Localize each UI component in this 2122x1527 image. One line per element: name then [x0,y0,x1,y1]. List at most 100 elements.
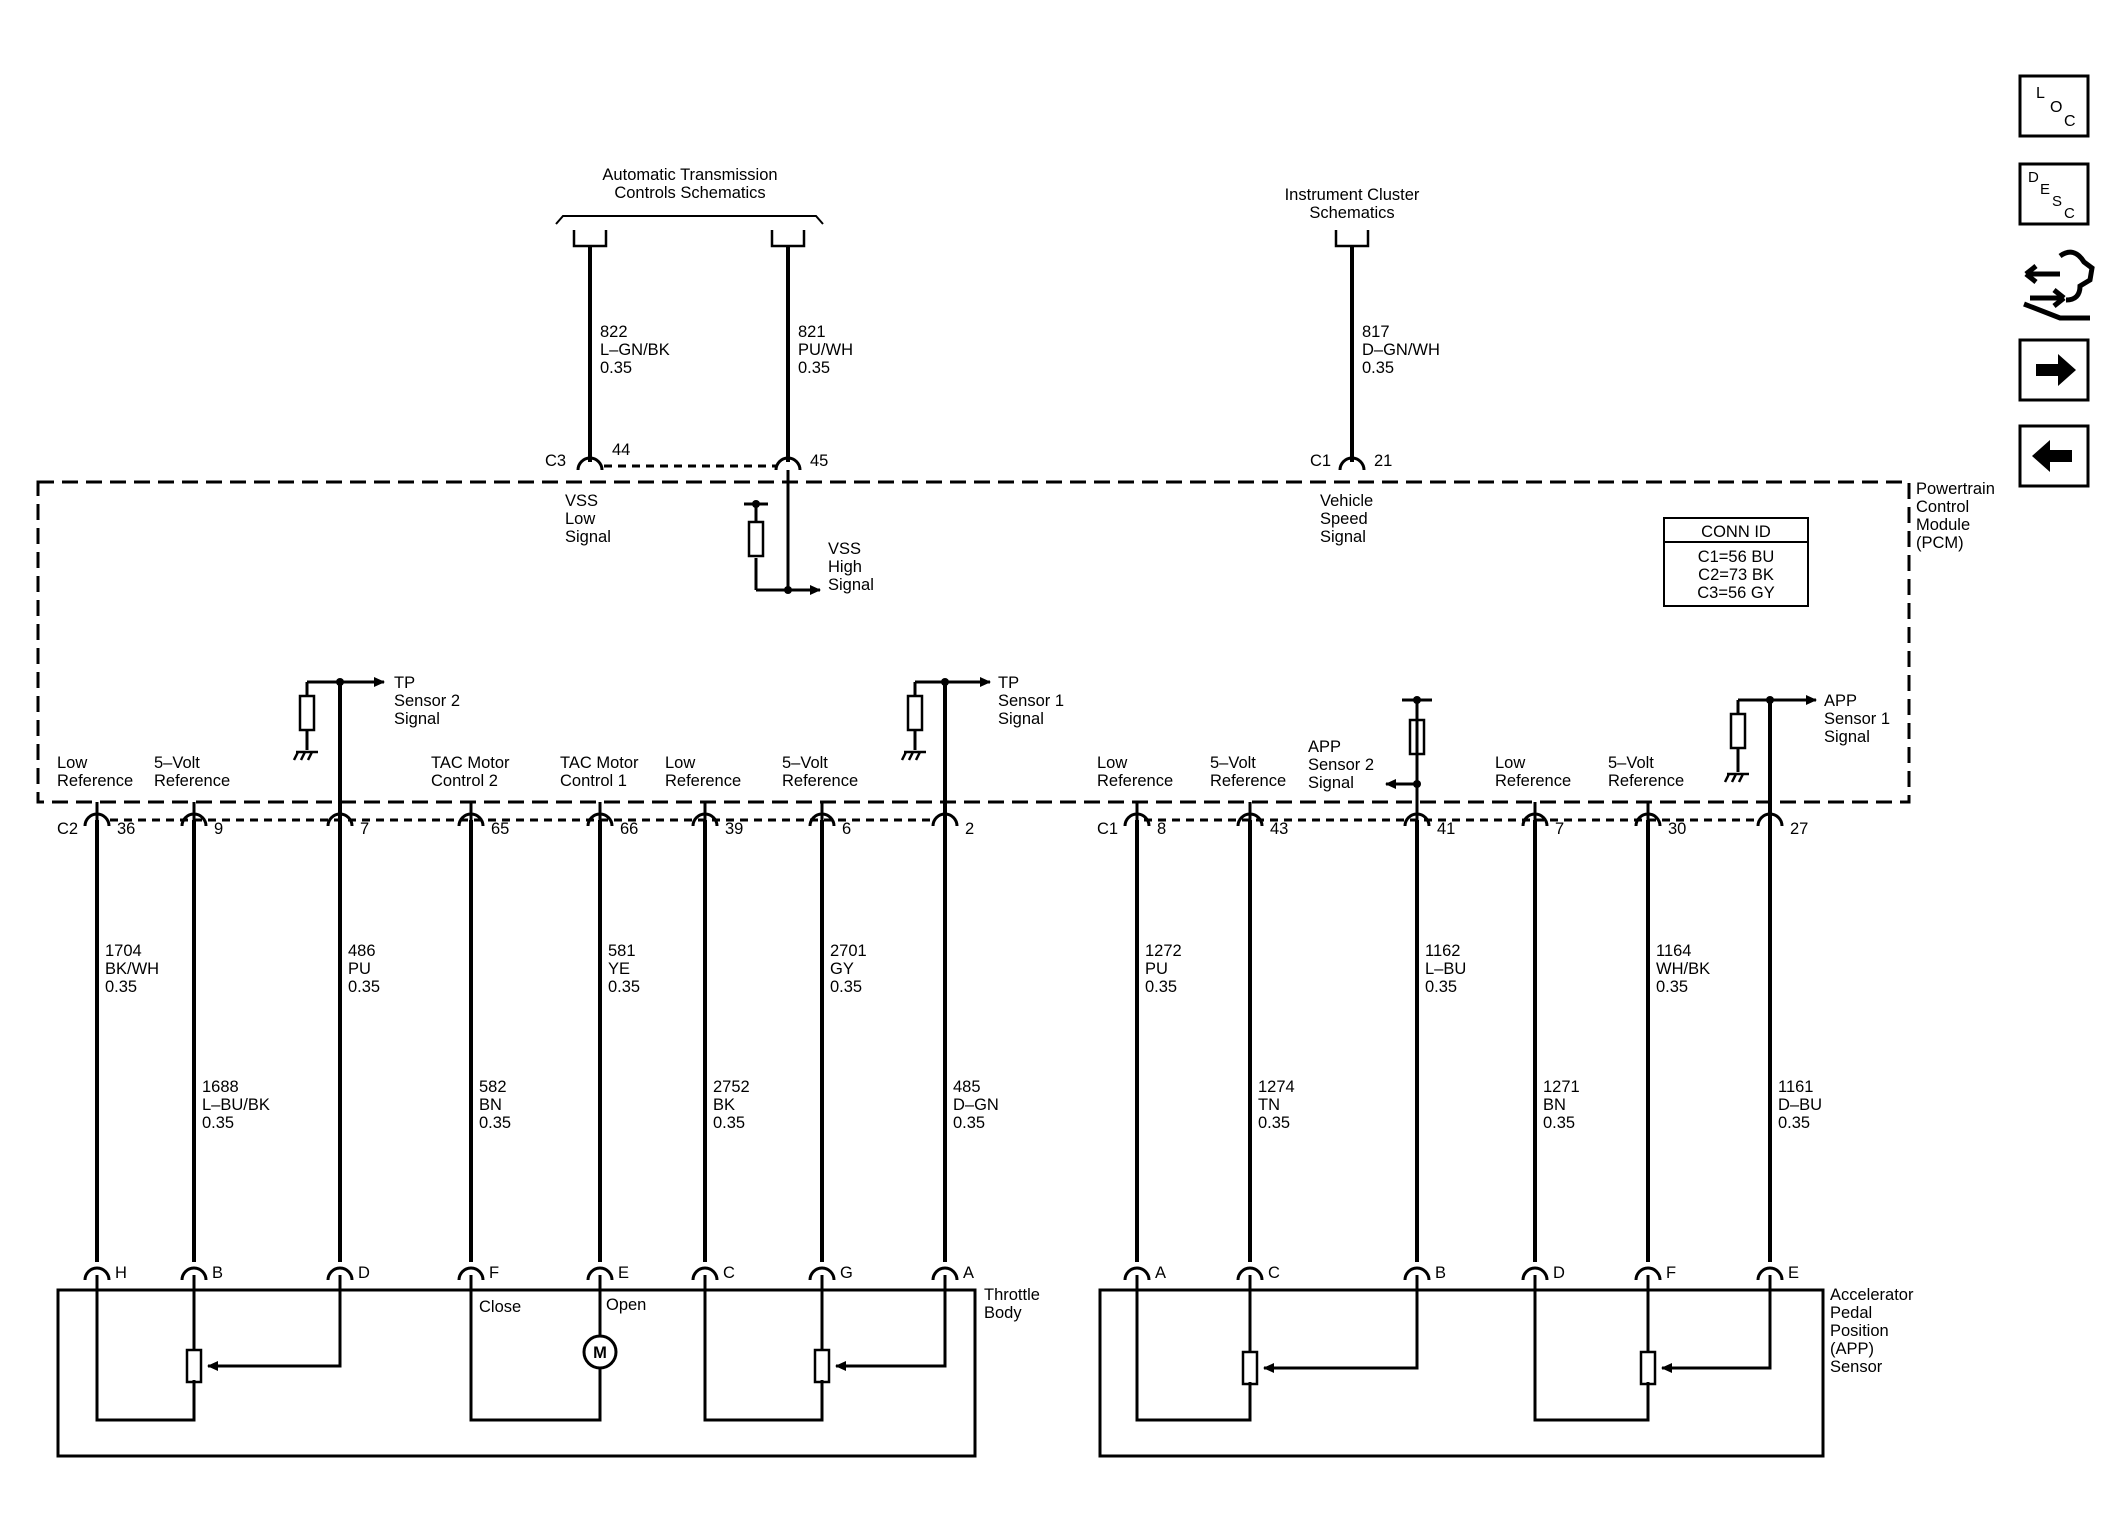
tb-term-G [808,1266,836,1281]
tb-pcm-label: Control 1 [560,772,627,790]
tb-pcm-label: Low [57,754,87,772]
wire-817-gauge: 0.35 [1362,359,1394,377]
svg-text:Sensor 2: Sensor 2 [1308,756,1374,774]
svg-text:Control: Control [1916,498,1969,516]
tb-term-A [931,1266,959,1281]
tb-pcm-label: Low [665,754,695,772]
tb-term-letter: D [358,1264,370,1282]
svg-text:S: S [2052,193,2062,210]
svg-text:Signal: Signal [394,710,440,728]
tb-pin-number: 36 [117,820,135,838]
tb-wire-gauge: 0.35 [105,978,137,996]
svg-text:Accelerator: Accelerator [1830,1286,1914,1304]
svg-text:Powertrain: Powertrain [1916,480,1995,498]
pcm-name: Powertrain Control Module (PCM) [1916,480,1995,552]
prev-page-button[interactable] [2018,424,2090,488]
tb-pin-number: 9 [214,820,223,838]
svg-text:Position: Position [1830,1322,1889,1340]
tb-circuit-number: 581 [608,942,636,960]
app-pcm-label: Low [1495,754,1525,772]
app-term-C [1236,1266,1264,1281]
tb-wire-gauge: 0.35 [479,1114,511,1132]
app-term-B [1403,1266,1431,1281]
conn-c1-top-label: C1 [1310,452,1331,470]
tb-wire-color: BN [479,1096,502,1114]
tb-circuit-number: 486 [348,942,376,960]
svg-text:Body: Body [984,1304,1022,1322]
app2-signal-circuit: APP Sensor 2 Signal [1308,696,1432,820]
tb-pin-number: 65 [491,820,509,838]
wire-817-color: D–GN/WH [1362,341,1440,359]
tb-term-letter: F [489,1264,499,1282]
cluster-schematics-ref[interactable]: Instrument Cluster Schematics [1285,186,1420,248]
motor-m: M [593,1344,607,1362]
app-pcm-label: Low [1097,754,1127,772]
app-circuit-number: 1271 [1543,1078,1580,1096]
tb-pcm-label: Reference [57,772,133,790]
svg-text:Pedal: Pedal [1830,1304,1872,1322]
conn-id-row-c2: C2=73 BK [1698,566,1774,584]
tb-wire-color: D–GN [953,1096,999,1114]
app-pcm-pin-41 [1403,812,1431,827]
tb-wire-gauge: 0.35 [348,978,380,996]
svg-text:VSS: VSS [828,540,861,558]
svg-text:APP: APP [1824,692,1857,710]
app-pcm-label: Reference [1495,772,1571,790]
loc-button[interactable]: L O C [2018,74,2090,138]
tb-wire-color: YE [608,960,630,978]
connector-view-icon[interactable] [2023,249,2095,321]
conn-id-row-c3: C3=56 GY [1697,584,1775,602]
app-pcm-label: 5–Volt [1210,754,1256,772]
app-wire-color: TN [1258,1096,1280,1114]
svg-text:Signal: Signal [998,710,1044,728]
svg-text:D: D [2028,169,2039,186]
tb-term-letter: B [212,1264,223,1282]
svg-text:Sensor 2: Sensor 2 [394,692,460,710]
svg-text:Vehicle: Vehicle [1320,492,1373,510]
tb-pcm-label: 5–Volt [782,754,828,772]
top-wires: 822 L–GN/BK 0.35 821 PU/WH 0.35 817 D–GN… [588,246,1440,462]
app-pin-number: 41 [1437,820,1455,838]
tb-pcm-label: Reference [154,772,230,790]
svg-text:High: High [828,558,862,576]
tb-circuit-number: 2752 [713,1078,750,1096]
motor-close-label: Close [479,1298,521,1316]
app-circuit-number: 1274 [1258,1078,1295,1096]
svg-text:TP: TP [998,674,1019,692]
trans-schematics-ref[interactable]: Automatic Transmission Controls Schemati… [555,166,824,248]
app-term-letter: A [1155,1264,1166,1282]
tb-pin-number: 7 [360,820,369,838]
tb-wire-gauge: 0.35 [608,978,640,996]
app-wire-gauge: 0.35 [1778,1114,1810,1132]
wire-821-color: PU/WH [798,341,853,359]
tb-wire-gauge: 0.35 [830,978,862,996]
throttle-body-component: Throttle Body M Close Open [56,1275,1040,1458]
wire-822-gauge: 0.35 [600,359,632,377]
tb-wire-color: GY [830,960,854,978]
app-circuit-number: 1162 [1425,942,1460,960]
pin-44: 44 [612,441,630,459]
tb-circuit-number: 1688 [202,1078,239,1096]
tb-circuit-number: 2701 [830,942,867,960]
next-page-button[interactable] [2018,338,2090,402]
tb-term-E [586,1266,614,1281]
app-circuit-number: 1161 [1778,1078,1813,1096]
app-term-letter: C [1268,1264,1280,1282]
arrow-left-icon [2032,440,2072,472]
tb-term-D [326,1266,354,1281]
tb-pcm-label: 5–Volt [154,754,200,772]
wire-817-circuit: 817 [1362,323,1390,341]
app-wire-color: L–BU [1425,960,1466,978]
tb-pin-number: 39 [725,820,743,838]
desc-button[interactable]: D E S C [2018,162,2090,226]
tb-pin-number: 6 [842,820,851,838]
svg-text:Module: Module [1916,516,1970,534]
tb-pcm-label: Control 2 [431,772,498,790]
tb-term-F [457,1266,485,1281]
tb-pcm-label: Reference [782,772,858,790]
app-wire-gauge: 0.35 [1543,1114,1575,1132]
app-pcm-label: Reference [1210,772,1286,790]
svg-text:Signal: Signal [1824,728,1870,746]
